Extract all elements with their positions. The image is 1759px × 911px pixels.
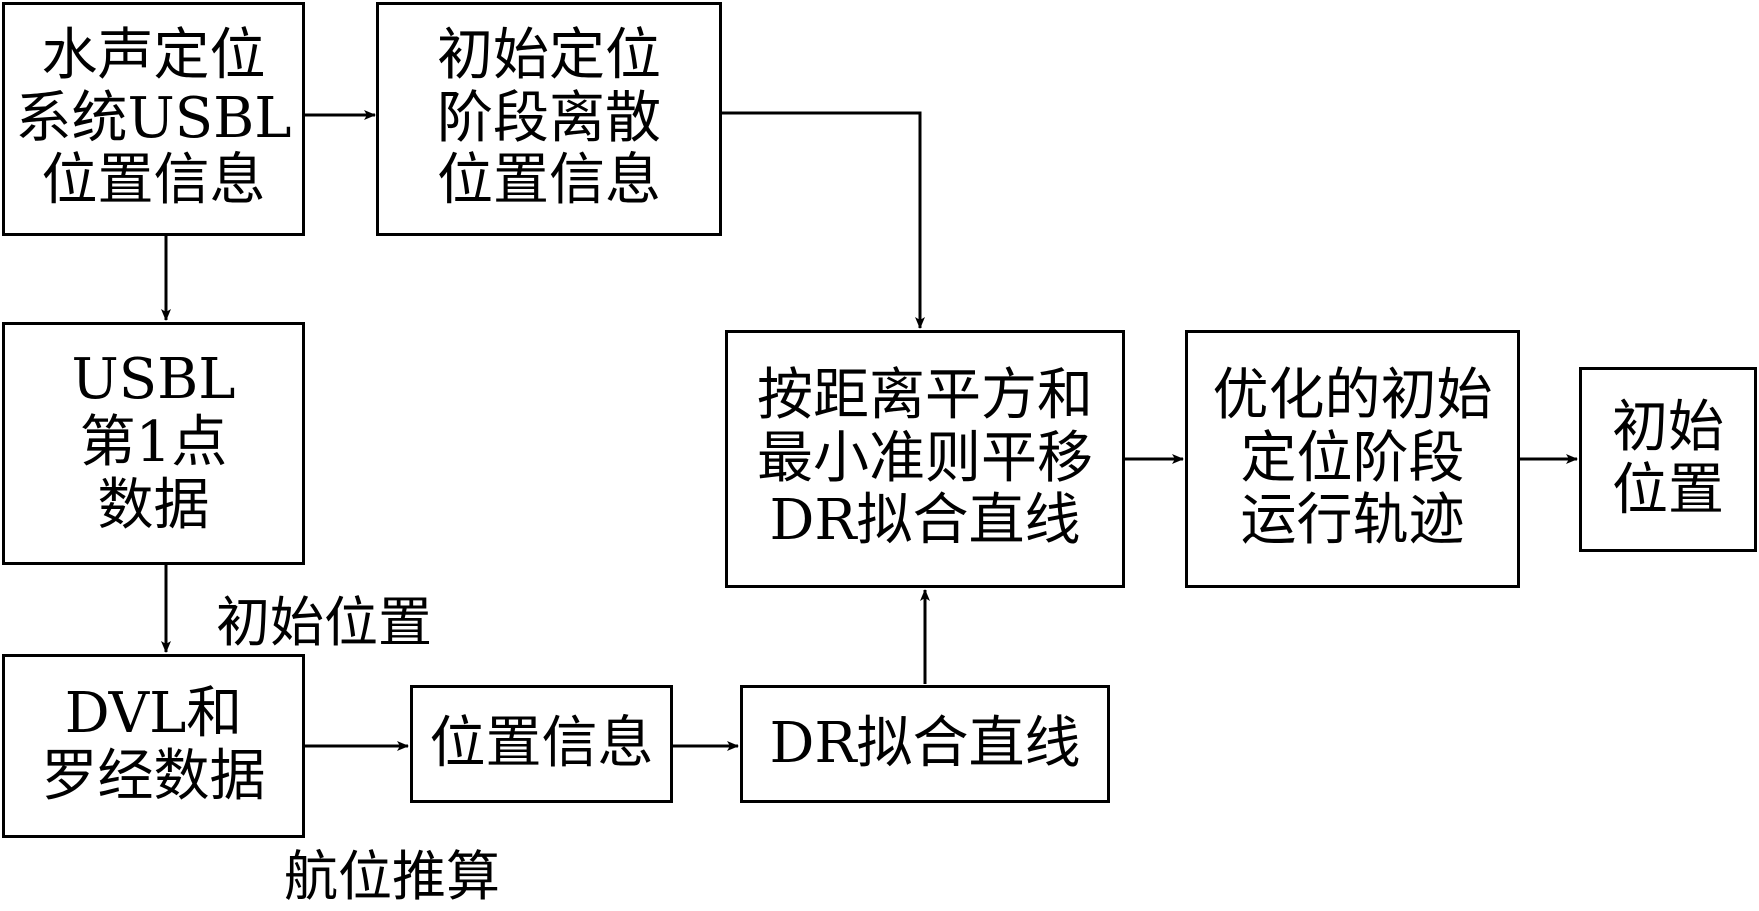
node-line: 初始 [1612, 394, 1724, 460]
node-line: 按距离平方和 [757, 362, 1093, 428]
node-line: DR拟合直线 [769, 488, 1081, 554]
node-line: 第1点 [79, 410, 228, 476]
initial-position-output-box: 初始 位置 [1579, 367, 1757, 552]
node-line: USBL [71, 347, 236, 413]
node-line: 位置信息 [41, 148, 266, 214]
node-line: 优化的初始 [1212, 362, 1493, 428]
usbl-first-point-box: USBL 第1点 数据 [2, 322, 305, 565]
node-line: 位置信息 [429, 710, 654, 776]
node-line: DR拟合直线 [769, 710, 1081, 776]
node-line: 阶段离散 [437, 85, 661, 151]
dr-fit-line-box: DR拟合直线 [740, 685, 1110, 803]
initial-discrete-position-box: 初始定位 阶段离散 位置信息 [376, 2, 722, 236]
node-line: 水声定位 [41, 22, 266, 88]
node-line: 数据 [97, 472, 210, 538]
node-line: 系统USBL [15, 85, 292, 151]
node-line: 位置信息 [437, 148, 661, 214]
arrow-discrete-to-shift [722, 111, 925, 329]
dvl-compass-data-box: DVL和 罗经数据 [2, 654, 305, 838]
node-line: 运行轨迹 [1240, 488, 1465, 554]
node-line: 定位阶段 [1240, 425, 1465, 491]
position-info-box: 位置信息 [410, 685, 673, 803]
node-line: 位置 [1612, 457, 1724, 523]
node-line: 初始定位 [437, 22, 661, 88]
node-line: 罗经数据 [41, 744, 266, 809]
node-line: 最小准则平移 [757, 425, 1093, 491]
dead-reckoning-label: 航位推算 [284, 845, 500, 908]
initial-position-label: 初始位置 [216, 591, 432, 654]
node-line: DVL和 [64, 681, 243, 747]
shift-fit-line-box: 按距离平方和 最小准则平移 DR拟合直线 [725, 330, 1125, 588]
usbl-position-info-box: 水声定位 系统USBL 位置信息 [2, 2, 305, 236]
optimized-track-box: 优化的初始 定位阶段 运行轨迹 [1185, 330, 1520, 588]
